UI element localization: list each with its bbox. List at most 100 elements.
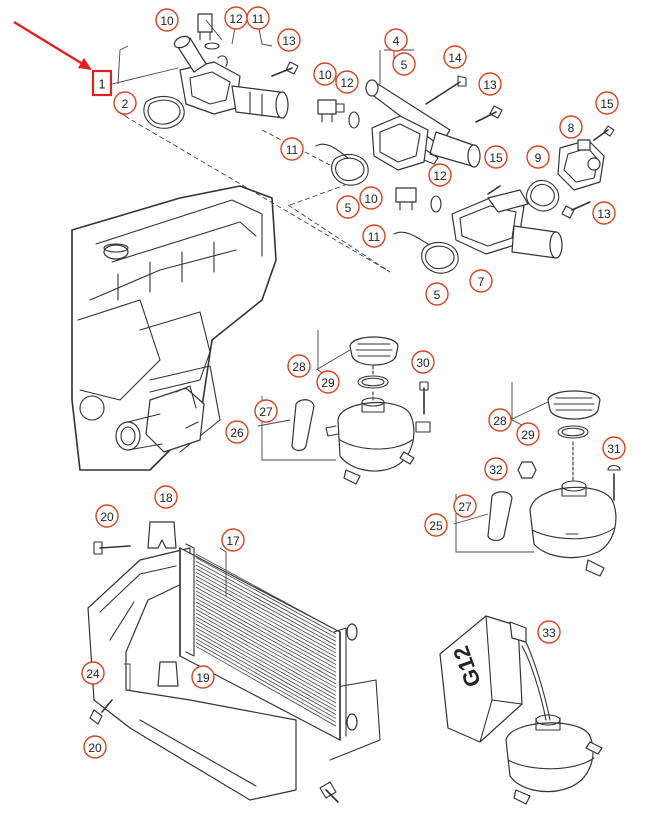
callout-c5c: 5: [425, 282, 449, 306]
callout-number: 5: [401, 58, 408, 72]
callout-circle: [559, 115, 583, 139]
callout-c5b: 5: [336, 195, 360, 219]
callout-c30: 30: [411, 350, 435, 374]
red-arrow-icon: [78, 58, 92, 70]
callout-c27b: 27: [453, 494, 477, 518]
callout-number: 24: [86, 667, 100, 681]
highlight-annotation: 1: [13, 20, 113, 97]
callout-circle: [526, 145, 550, 169]
callout-circle: [478, 72, 502, 96]
callout-c31: 31: [602, 436, 626, 460]
callout-circle: [592, 201, 616, 225]
coolant-flange-7: [287, 185, 563, 274]
callout-number: 7: [478, 275, 485, 289]
callout-number: 30: [416, 356, 430, 370]
callout-c13b: 13: [478, 72, 502, 96]
callout-circle: [359, 186, 383, 210]
callout-circle: [484, 145, 508, 169]
callout-c17: 17: [221, 528, 245, 552]
radiator-fin: [195, 553, 337, 631]
callout-circle: [225, 420, 249, 444]
callout-circle: [277, 28, 301, 52]
radiator-fin: [195, 631, 337, 712]
callout-c32: 32: [484, 457, 508, 481]
callout-number: 12: [433, 169, 447, 183]
radiator-fin: [195, 575, 337, 654]
radiator-fin: [195, 601, 337, 681]
callout-number: 15: [489, 151, 503, 165]
callout-circle: [595, 91, 619, 115]
expansion-tank-1: [257, 330, 431, 485]
callout-circle: [313, 62, 337, 86]
callout-c2: 2: [113, 91, 137, 115]
callout-c28a: 28: [287, 354, 311, 378]
callout-c25: 25: [424, 513, 448, 537]
callout-c8: 8: [559, 115, 583, 139]
callout-circle: [443, 45, 467, 69]
radiator-fin: [195, 620, 337, 700]
callout-number: 25: [429, 519, 443, 533]
callout-circle: [516, 422, 540, 446]
callout-number: 4: [393, 34, 400, 48]
callout-circle: [425, 282, 449, 306]
callout-c11c: 11: [362, 224, 386, 248]
callout-circle: [428, 163, 452, 187]
radiator-fin: [195, 590, 337, 669]
callout-circle: [469, 269, 493, 293]
callout-number: 32: [489, 463, 503, 477]
radiator-fin: [195, 623, 337, 704]
radiator-fin: [195, 642, 337, 723]
callout-c15a: 15: [595, 91, 619, 115]
radiator-fin: [195, 612, 337, 692]
highlight-box: [91, 69, 113, 97]
coolant-can: G12: [439, 615, 603, 805]
callout-circle: [488, 408, 512, 432]
callout-c20a: 20: [95, 504, 119, 528]
radiator-fin: [195, 586, 337, 665]
radiator-fin: [195, 645, 337, 727]
callout-circle: [537, 620, 561, 644]
callout-circle: [484, 457, 508, 481]
callout-number: 11: [368, 230, 381, 244]
callout-number: 14: [448, 51, 462, 65]
callout-number: 20: [88, 741, 102, 755]
callout-circle: [424, 513, 448, 537]
callout-c19: 19: [191, 665, 215, 689]
callout-number: 11: [252, 12, 265, 26]
callout-c12b: 12: [335, 70, 359, 94]
callout-number: 17: [226, 534, 240, 548]
callout-c14: 14: [443, 45, 467, 69]
callout-c27a: 27: [254, 399, 278, 423]
radiator-fin: [195, 605, 337, 685]
callout-circle: [287, 354, 311, 378]
radiator-fin: [195, 609, 337, 689]
radiator-fin: [195, 572, 337, 650]
callout-number: 28: [493, 414, 507, 428]
radiator-fin: [195, 594, 337, 673]
callout-number: 15: [600, 97, 614, 111]
callout-c26: 26: [225, 420, 249, 444]
callout-number: 10: [318, 68, 332, 82]
radiator-fin: [195, 557, 337, 635]
callout-c29b: 29: [516, 422, 540, 446]
callout-c4: 4: [384, 28, 408, 52]
callout-number: 13: [597, 207, 611, 221]
callout-circle: [246, 6, 270, 30]
radiator-fin: [195, 583, 337, 662]
callout-c5a: 5: [392, 52, 416, 76]
callout-circle: [362, 224, 386, 248]
callout-number: 10: [160, 14, 174, 28]
engine-block: [71, 185, 277, 471]
callout-circle: [602, 436, 626, 460]
callout-circle: [83, 735, 107, 759]
callout-number: 13: [282, 34, 296, 48]
radiator-fin: [195, 561, 337, 639]
callout-number: 5: [345, 201, 352, 215]
callout-circle: [254, 399, 278, 423]
callout-c28b: 28: [488, 408, 512, 432]
callout-c29a: 29: [316, 370, 340, 394]
callout-c7: 7: [469, 269, 493, 293]
callout-number: 20: [100, 510, 114, 524]
radiator-fin: [195, 634, 337, 715]
